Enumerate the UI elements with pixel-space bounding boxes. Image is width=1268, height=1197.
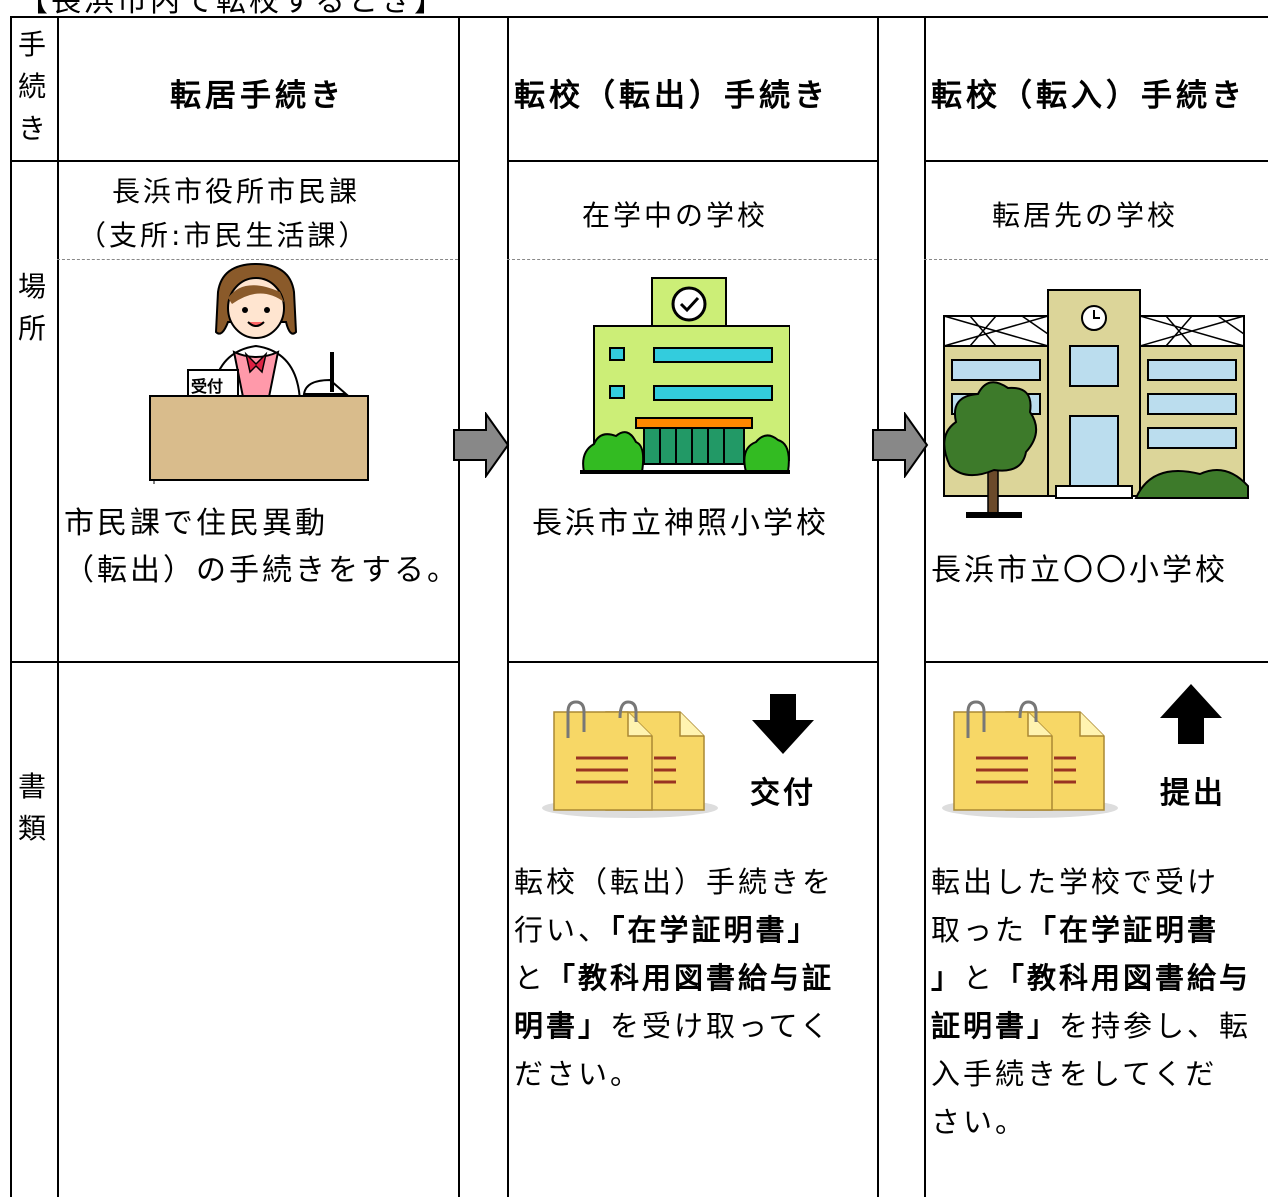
down-arrow-icon [752, 694, 814, 754]
place-city-hall: 長浜市役所市民課 [112, 175, 361, 208]
grid-line [924, 16, 926, 1197]
grid-line [57, 16, 59, 1197]
new-school-illustration [943, 289, 1249, 518]
page-title: 【長浜市内で転校するとき】 [18, 0, 447, 19]
row-label-place: 場所 [18, 270, 47, 345]
new-school-name: 長浜市立〇〇小学校 [931, 553, 1228, 588]
grid-line [877, 16, 879, 1197]
right-arrow-icon [453, 412, 510, 478]
issue-label: 交付 [750, 776, 816, 811]
dashed-divider [57, 259, 458, 260]
documents-icon [542, 700, 718, 818]
submit-label: 提出 [1160, 776, 1226, 811]
col1-description-line1: 市民課で住民異動 [64, 506, 328, 541]
up-arrow-icon [1160, 684, 1222, 744]
grid-line [10, 661, 460, 663]
col1-description-line2: （転出）の手続きをする。 [64, 553, 460, 588]
header-transfer-out-procedure: 転校（転出）手続き [514, 78, 829, 114]
right-arrow-icon [872, 412, 929, 478]
grid-line [10, 16, 12, 1197]
place-current-school: 在学中の学校 [582, 199, 769, 232]
dashed-divider [924, 259, 1268, 260]
grid-line [924, 661, 1268, 663]
grid-line [507, 160, 879, 162]
current-school-illustration [580, 277, 790, 474]
grid-line [10, 160, 460, 162]
grid-line [507, 16, 879, 18]
current-school-name: 長浜市立神照小学校 [532, 506, 829, 541]
header-moving-procedure: 転居手続き [170, 78, 345, 114]
dashed-divider [507, 259, 877, 260]
grid-line [458, 16, 460, 1197]
grid-line [924, 160, 1268, 162]
reception-sign: 受付 [191, 377, 224, 396]
grid-line [458, 16, 509, 18]
transfer-in-instructions: 転出した学校で受け 取った「在学証明書 」と「教科用図書給与 証明書」を持参し、… [931, 865, 1252, 1139]
grid-line [924, 16, 1268, 18]
documents-icon [942, 700, 1118, 818]
grid-line [507, 16, 509, 1197]
place-new-school: 転居先の学校 [992, 199, 1179, 232]
grid-line [57, 16, 460, 18]
row-label-documents: 書類 [18, 770, 47, 845]
header-transfer-in-procedure: 転校（転入）手続き [931, 78, 1246, 114]
grid-line [877, 16, 926, 18]
place-city-hall-branch: （支所:市民生活課） [78, 219, 370, 252]
row-label-procedure: 手続き [18, 28, 47, 145]
transfer-out-instructions: 転校（転出）手続きを 行い、「在学証明書」 と「教科用図書給与証 明書」を受け取… [514, 865, 835, 1091]
receptionist-illustration [149, 262, 369, 484]
grid-line [10, 16, 60, 18]
grid-line [507, 661, 879, 663]
